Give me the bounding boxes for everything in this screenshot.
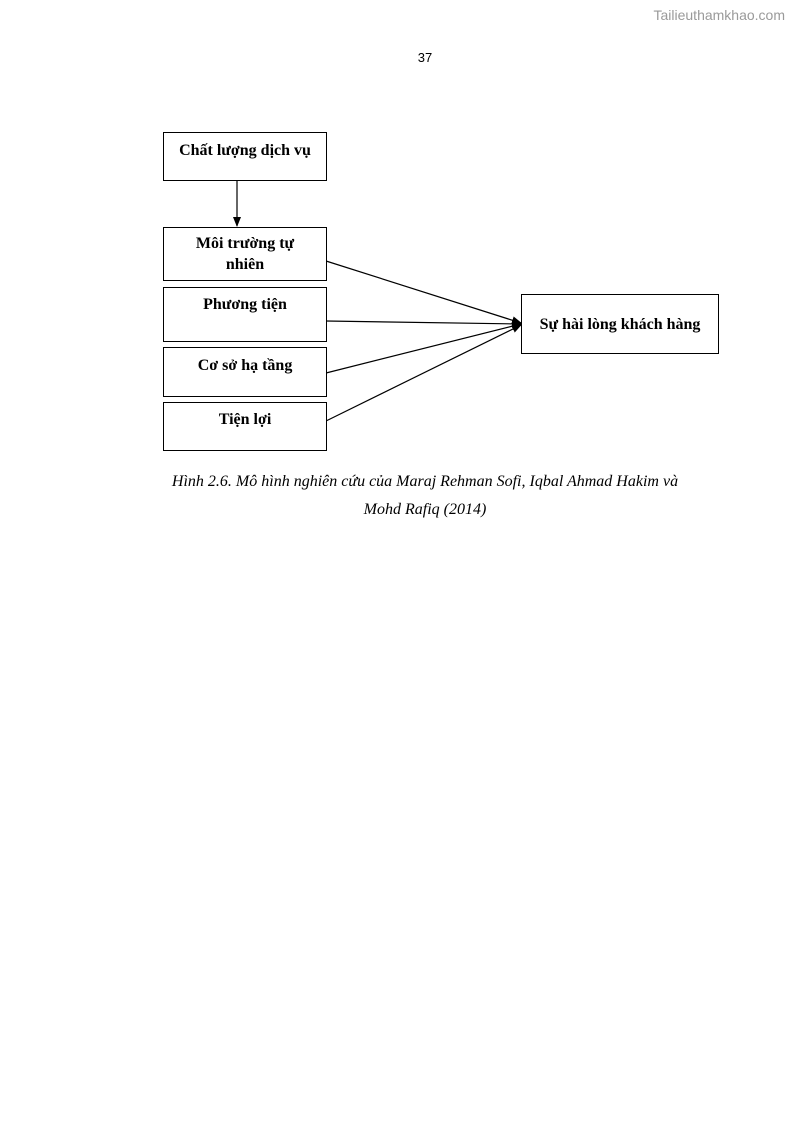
node-transport: Phương tiện <box>163 287 327 342</box>
edge-convenience-to-satisfaction <box>325 324 522 422</box>
figure-caption-line-2: Mohd Rafiq (2014) <box>363 501 487 518</box>
page-number: 37 <box>417 50 433 65</box>
node-customer-satisfaction-label: Sự hài lòng khách hàng <box>539 315 701 333</box>
node-transport-label: Phương tiện <box>203 296 287 313</box>
edge-infrastructure-to-satisfaction <box>325 322 522 374</box>
node-infrastructure: Cơ sở hạ tầng <box>163 347 327 397</box>
node-convenience-label: Tiện lợi <box>218 411 272 428</box>
watermark: Tailieuthamkhao.com <box>653 7 785 23</box>
edge-natural-environment-to-satisfaction <box>325 260 522 325</box>
node-natural-environment-label: Môi trường tự nhiên <box>195 235 295 273</box>
figure-caption-line-1: Hình 2.6. Mô hình nghiên cứu của Maraj R… <box>171 473 679 490</box>
node-infrastructure-label: Cơ sở hạ tầng <box>197 357 293 374</box>
node-convenience: Tiện lợi <box>163 402 327 451</box>
node-natural-environment: Môi trường tự nhiên <box>163 227 327 281</box>
figure-caption: Hình 2.6. Mô hình nghiên cứu của Maraj R… <box>100 468 750 524</box>
node-customer-satisfaction: Sự hài lòng khách hàng <box>521 294 719 354</box>
node-service-quality: Chất lượng dịch vụ <box>163 132 327 181</box>
node-service-quality-label: Chất lượng dịch vụ <box>179 142 311 159</box>
edge-transport-to-satisfaction <box>325 319 522 328</box>
